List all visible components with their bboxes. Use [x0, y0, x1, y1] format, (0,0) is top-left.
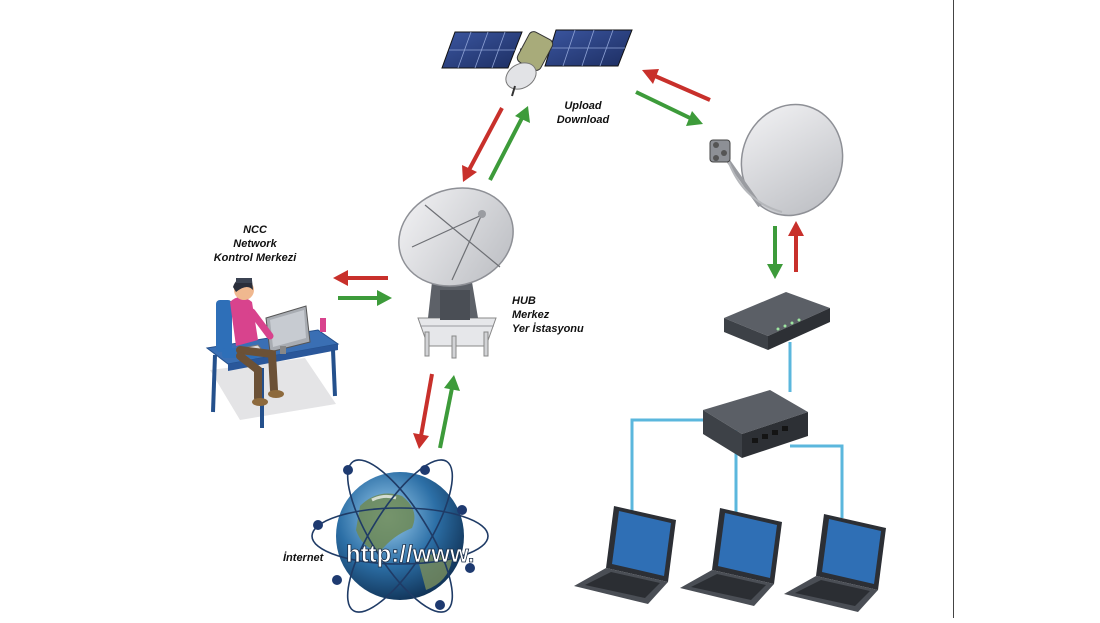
laptop-icon: [680, 508, 782, 606]
dish-modem-link: [767, 221, 804, 279]
ncc-label-line-1: NCC: [243, 224, 267, 236]
internet-to-hub-arrow: [438, 387, 454, 449]
ncc-hub-link: [333, 270, 392, 306]
laptop-icon: [784, 514, 886, 612]
hub-label: HUB Merkez Yer İstasyonu: [512, 294, 584, 336]
ncc-label-line-3: Kontrol Merkezi: [213, 252, 297, 264]
uplink-from-dish-arrow: [654, 74, 711, 102]
download-label: Download: [556, 114, 610, 126]
hub-to-internet-arrow: [419, 373, 434, 437]
hub-label-line-2: Merkez: [512, 309, 550, 321]
internet-label: İnternet: [283, 552, 324, 564]
hub-label-line-1: HUB: [512, 295, 536, 307]
globe-icon: http://www.: [311, 459, 489, 613]
lnb-icon: [709, 139, 731, 163]
laptop-icon: [574, 506, 676, 604]
vsat-dish-icon: [709, 103, 844, 217]
globe-url-text: http://www.: [346, 541, 474, 568]
dish-satellite-link: [635, 69, 711, 126]
ncc-label-line-2: Network: [233, 238, 277, 250]
upload-label: Upload: [564, 100, 602, 112]
satellite-icon: [441, 29, 633, 97]
modem-icon: [724, 292, 830, 350]
switch-icon: [703, 390, 808, 458]
page-divider: [953, 0, 954, 618]
operator-desk-icon: [205, 278, 340, 428]
downlink-to-dish-arrow: [635, 90, 691, 120]
hub-internet-link: [413, 373, 460, 449]
hub-label-line-3: Yer İstasyonu: [512, 323, 584, 335]
uplink-arrow: [488, 117, 524, 181]
ncc-label: NCC Network Kontrol Merkezi: [200, 223, 310, 265]
hub-satellite-link: [462, 106, 530, 182]
link-label: Upload Download: [548, 99, 618, 127]
downlink-arrow: [467, 107, 504, 171]
hub-antenna-icon: [398, 187, 514, 359]
